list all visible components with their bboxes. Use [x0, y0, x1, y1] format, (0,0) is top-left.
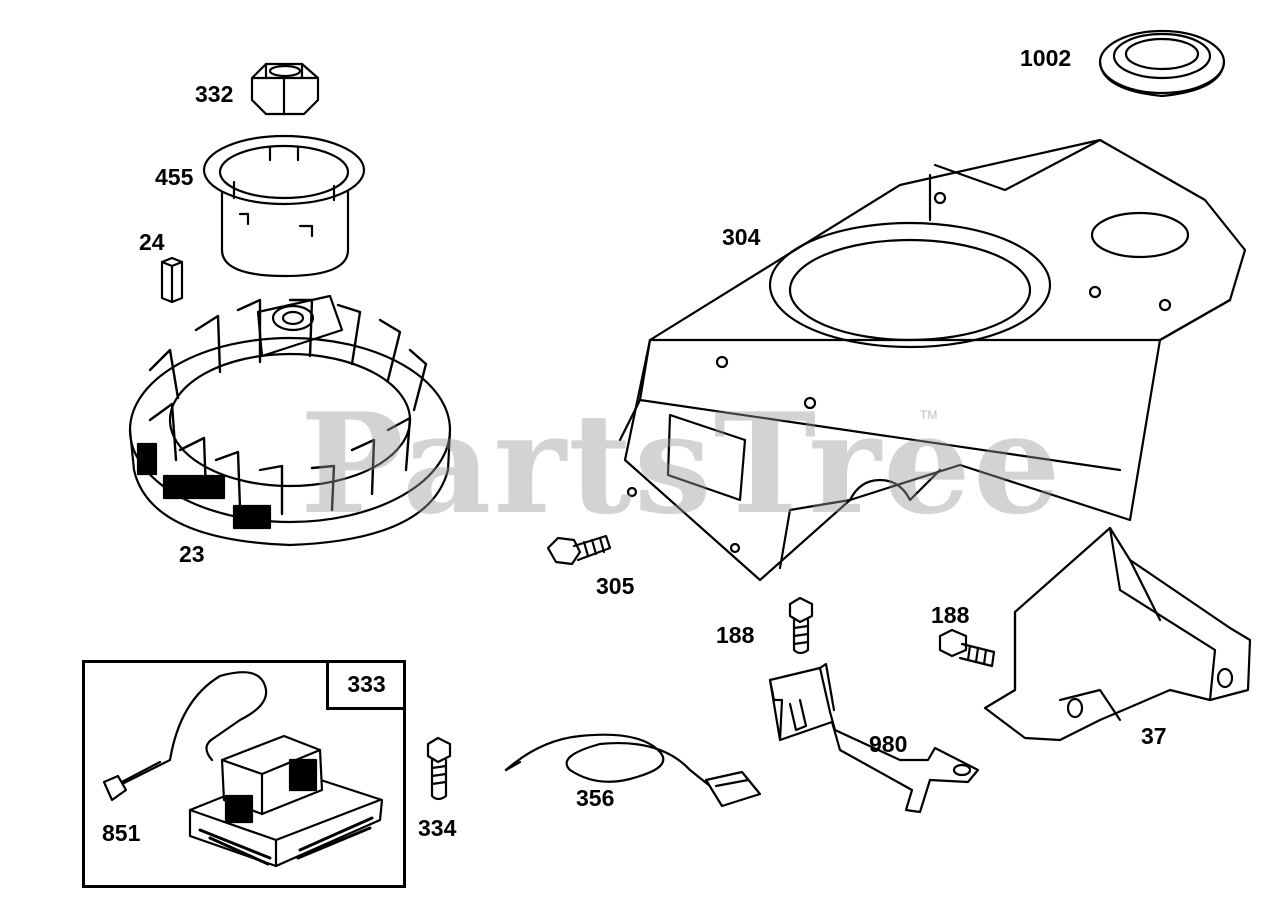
callout-851: 851 — [102, 820, 141, 846]
footer-caption — [250, 906, 1110, 924]
callout-37: 37 — [1141, 723, 1167, 749]
screw-part — [546, 534, 612, 566]
bracket-part — [768, 662, 980, 814]
armature-screw-part — [426, 736, 452, 801]
hex-nut-part — [250, 62, 320, 116]
starter-cup-part — [202, 134, 366, 278]
callout-305: 305 — [596, 573, 635, 599]
flywheel-part — [128, 294, 452, 547]
grommet-part — [1098, 29, 1226, 98]
trademark-mark: TM — [920, 408, 938, 422]
callout-455: 455 — [155, 164, 194, 190]
inset-label: 333 — [326, 662, 404, 710]
callout-24: 24 — [139, 229, 165, 255]
callout-980: 980 — [869, 731, 908, 757]
callout-332: 332 — [195, 81, 234, 107]
callout-23: 23 — [179, 541, 205, 567]
callout-188-left: 188 — [716, 622, 755, 648]
bolt-part-right — [938, 628, 996, 668]
armature-assembly-part — [102, 671, 384, 868]
flywheel-key-part — [160, 256, 184, 304]
callout-1002: 1002 — [1020, 45, 1072, 71]
watermark: PartsTree — [300, 382, 1063, 545]
callout-356: 356 — [576, 785, 615, 811]
blower-housing-part — [618, 138, 1247, 582]
callout-304: 304 — [722, 224, 761, 250]
ground-wire-part — [504, 733, 762, 808]
callout-188-right: 188 — [931, 602, 970, 628]
callout-334: 334 — [418, 815, 457, 841]
bolt-part — [788, 596, 814, 655]
armature-inset-box — [82, 660, 406, 888]
guard-plate-part — [983, 526, 1252, 742]
